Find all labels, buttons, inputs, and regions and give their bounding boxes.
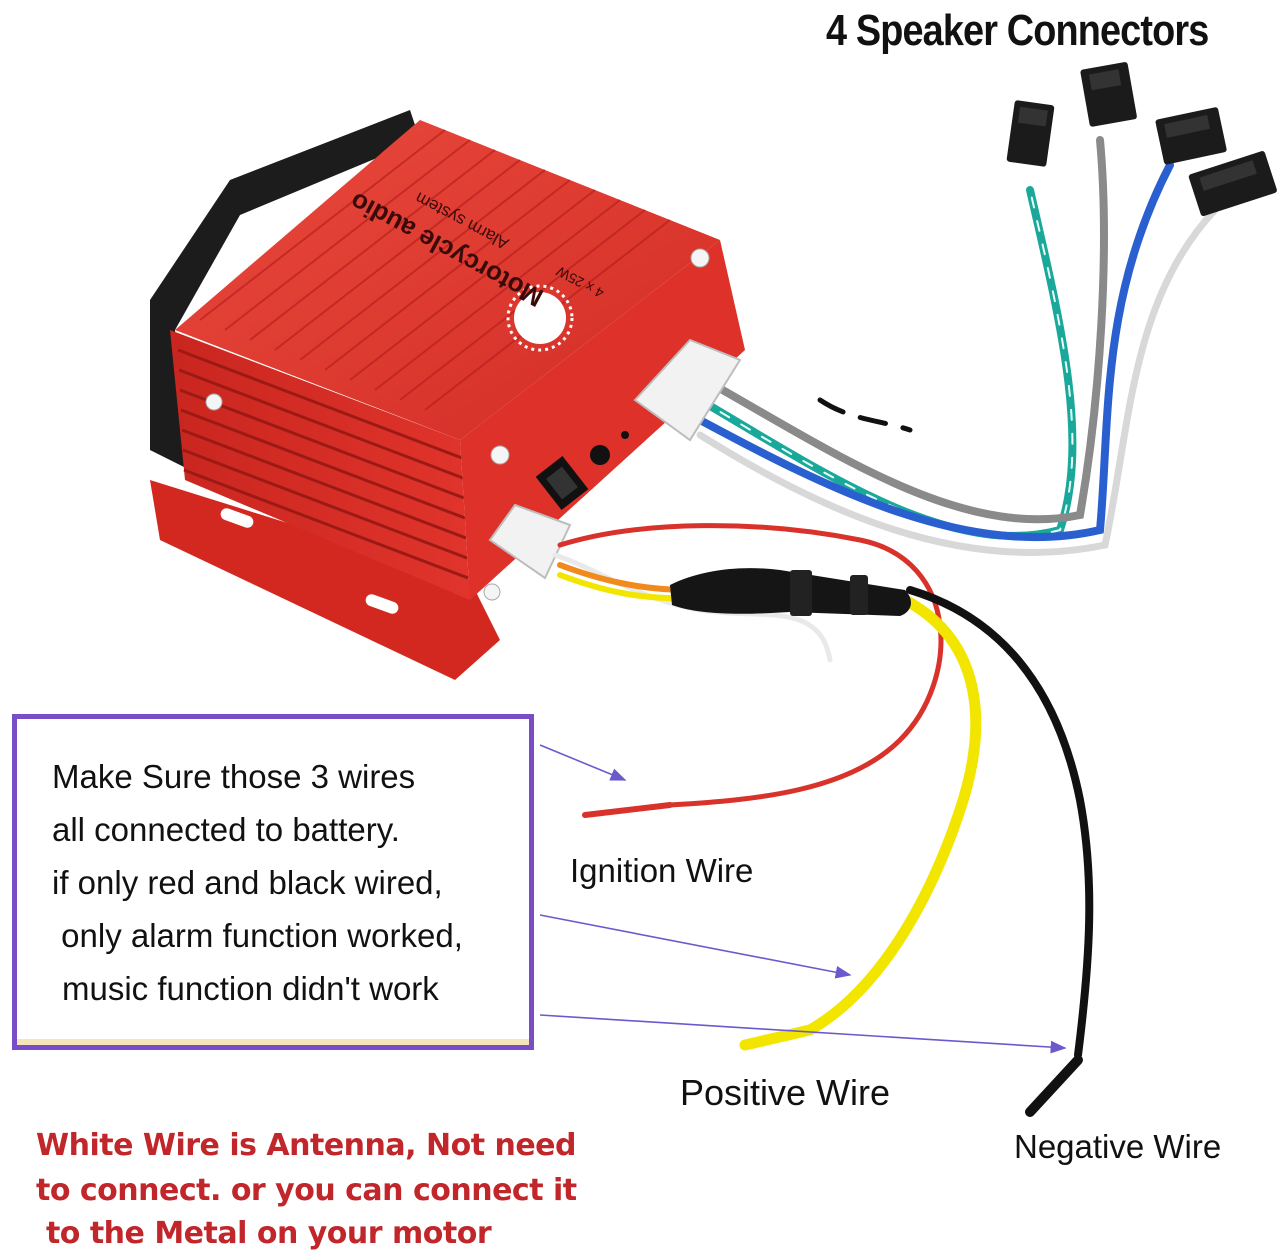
ignition-wire [557, 523, 944, 808]
rubber-end-cap [150, 110, 420, 470]
amplifier: Motorcycle audio Alarm system 4 x 25W [150, 110, 745, 680]
mount-hole-1 [220, 508, 254, 528]
speaker-connector-3 [1155, 107, 1227, 165]
arrow-to-negative [539, 1014, 1067, 1054]
positive-wire-label: Positive Wire [680, 1072, 891, 1113]
speaker-connectors [1006, 62, 1277, 217]
note-line-2: all connected to battery. [52, 811, 400, 848]
ignition-wire-tip [582, 802, 673, 818]
pointer-arrows [539, 744, 1067, 1054]
instruction-note-box [12, 714, 534, 1050]
positive-wire [739, 594, 982, 1051]
arrow-to-positive [539, 914, 852, 979]
speaker-wire-black-stub [817, 397, 913, 433]
mounting-flange [150, 480, 500, 680]
fuse-holder [670, 568, 912, 616]
antenna-note-line-3: to the Metal on your motor [36, 1216, 492, 1251]
power-harness-plug [488, 503, 572, 580]
audio-jack [590, 445, 610, 465]
power-wires [552, 523, 1094, 1117]
speaker-connector-4 [1188, 151, 1277, 217]
mount-hole-2 [365, 594, 399, 614]
negative-wire-label: Negative Wire [1014, 1128, 1222, 1165]
speaker-wire-teal [696, 186, 1077, 540]
speaker-wire-blue [696, 161, 1174, 542]
speaker-harness-plug [633, 338, 742, 442]
speaker-wire-teal-stripe [699, 189, 1074, 537]
logo-burst [506, 284, 574, 352]
diagram-title: 4 Speaker Connectors [826, 6, 1209, 55]
side-fins [177, 348, 469, 580]
antenna-note-line-1: White Wire is Antenna, Not need [36, 1128, 577, 1163]
speaker-wires [696, 136, 1219, 556]
screw-3 [483, 583, 501, 601]
note-line-1: Make Sure those 3 wires [52, 758, 416, 795]
amp-side-face [170, 330, 470, 600]
aux-port [535, 455, 589, 511]
screw-1 [690, 248, 710, 268]
speaker-connector-2 [1080, 62, 1137, 127]
ignition-wire-label: Ignition Wire [570, 852, 754, 889]
speaker-connector-1 [1006, 100, 1055, 167]
screw-4 [205, 393, 223, 411]
arrow-to-ignition [539, 744, 627, 781]
led-indicator [621, 431, 629, 439]
note-line-4: only alarm function worked, [52, 917, 463, 954]
note-line-5: music function didn't work [62, 970, 439, 1007]
amp-top-face [175, 120, 720, 440]
note-line-3: if only red and black wired, [52, 864, 443, 901]
antenna-note-line-2: to connect. or you can connect it [36, 1173, 577, 1208]
screw-2 [490, 445, 510, 465]
speaker-wire-grey [701, 136, 1108, 524]
negative-wire-end [1025, 1055, 1083, 1117]
negative-wire [906, 586, 1094, 1059]
speaker-wire-white [696, 206, 1219, 556]
